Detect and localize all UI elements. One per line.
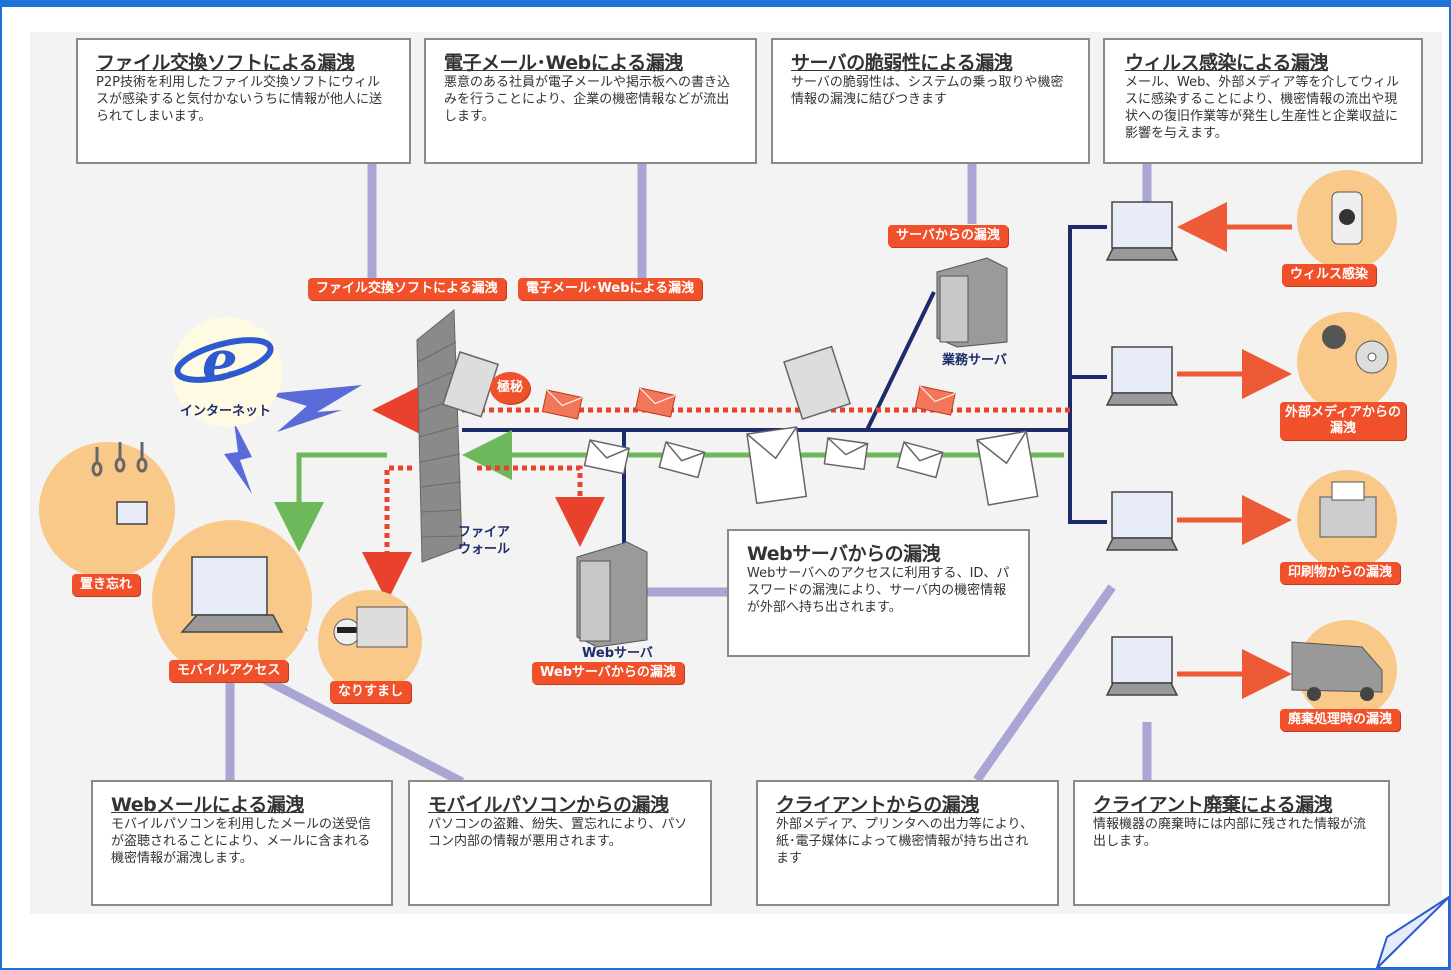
box-text: 情報機器の廃棄時には内部に残された情報が流出します。 — [1093, 817, 1367, 849]
box-title: 電子メール･Webによる漏洩 — [444, 52, 683, 74]
box-mobile-pc: モバイルパソコンからの漏洩 パソコンの盗難、紛失、置忘れにより、パソコン内部の情… — [408, 780, 712, 906]
box-title: クライアントからの漏洩 — [776, 794, 979, 816]
box-client-disposal: クライアント廃棄による漏洩 情報機器の廃棄時には内部に残された情報が流出します。 — [1073, 780, 1390, 906]
box-text: 悪意のある社員が電子メールや掲示板への書き込みを行うことにより、企業の機密情報な… — [444, 75, 731, 124]
tag-printout: 印刷物からの漏洩 — [1280, 562, 1401, 584]
tag-file-exchange: ファイル交換ソフトによる漏洩 — [308, 278, 506, 300]
box-title: Webサーバからの漏洩 — [747, 543, 941, 565]
box-text: P2P技術を利用したファイル交換ソフトにウィルスが感染すると気付かないうちに情報… — [96, 75, 383, 124]
printer-icon — [1319, 481, 1377, 538]
diagram-background — [30, 32, 1442, 914]
output-arrows — [1177, 202, 1292, 699]
box-text: メール、Web、外部メディア等を介してウィルスに感染することにより、機密情報の流… — [1125, 75, 1400, 141]
box-file-exchange: ファイル交換ソフトによる漏洩 P2P技術を利用したファイル交換ソフトにウィルスが… — [76, 38, 411, 164]
cd-icon — [1322, 325, 1389, 374]
box-text: Webサーバへのアクセスに利用する、ID、パスワードの漏洩により、サーバ内の機密… — [747, 566, 1010, 615]
box-text: 外部メディア、プリンタへの出力等により、紙･電子媒体によって機密情報が持ち出され… — [776, 817, 1034, 866]
box-web-server: Webサーバからの漏洩 Webサーバへのアクセスに利用する、ID、パスワードの漏… — [727, 529, 1030, 657]
label-internet: インターネット — [180, 404, 272, 419]
box-title: ファイル交換ソフトによる漏洩 — [96, 52, 355, 74]
box-web-mail: Webメールによる漏洩 モバイルパソコンを利用したメールの送受信が盗聴されること… — [91, 780, 393, 906]
poison-bottle-icon — [1331, 191, 1363, 245]
virus-mail-icon — [541, 385, 956, 420]
box-text: パソコンの盗難、紛失、置忘れにより、パソコン内部の情報が悪用されます。 — [428, 817, 688, 849]
internet-e-logo-icon: e — [172, 317, 282, 427]
box-title: モバイルパソコンからの漏洩 — [428, 794, 669, 816]
tag-server: サーバからの漏洩 — [888, 225, 1008, 247]
top-bar — [2, 2, 1449, 7]
tag-secret: 極秘 — [490, 372, 530, 404]
train-strap-icon — [91, 442, 148, 477]
svg-text:e: e — [202, 328, 238, 394]
tag-email-web: 電子メール･Webによる漏洩 — [518, 278, 703, 300]
box-title: サーバの脆弱性による漏洩 — [791, 52, 1013, 74]
server-icon — [576, 257, 1008, 648]
tag-left-behind: 置き忘れ — [72, 574, 141, 596]
envelope-icon — [442, 345, 1039, 506]
box-title: Webメールによる漏洩 — [111, 794, 304, 816]
firewall-icon — [416, 308, 463, 563]
connector-lines — [225, 164, 1152, 786]
box-title: クライアント廃棄による漏洩 — [1093, 794, 1333, 816]
tag-spoofing: なりすまし — [330, 681, 412, 703]
laptop-icon — [116, 201, 1179, 696]
box-text: モバイルパソコンを利用したメールの送受信が盗聴されることにより、メールに含まれる… — [111, 817, 372, 866]
box-email-web: 電子メール･Webによる漏洩 悪意のある社員が電子メールや掲示板への書き込みを行… — [424, 38, 757, 164]
tag-virus: ウィルス感染 — [1282, 264, 1377, 286]
hacker-icon — [333, 606, 408, 648]
tag-external-media: 外部メディアからの漏洩 — [1280, 402, 1406, 440]
leak-arrows — [362, 385, 1070, 602]
truck-icon — [1291, 641, 1383, 701]
page-curl-icon — [1375, 895, 1449, 968]
box-virus: ウィルス感染による漏洩 メール、Web、外部メディア等を介してウィルスに感染する… — [1103, 38, 1423, 164]
tag-web-server: Webサーバからの漏洩 — [532, 662, 684, 684]
box-title: ウィルス感染による漏洩 — [1125, 52, 1328, 74]
label-business-server: 業務サーバ — [942, 353, 1007, 368]
label-web-server: Webサーバ — [582, 646, 653, 661]
tag-disposal: 廃棄処理時の漏洩 — [1280, 709, 1401, 731]
box-server-vuln: サーバの脆弱性による漏洩 サーバの脆弱性は、システムの乗っ取りや機密情報の漏洩に… — [771, 38, 1090, 164]
box-client: クライアントからの漏洩 外部メディア、プリンタへの出力等により、紙･電子媒体によ… — [756, 780, 1059, 906]
box-text: サーバの脆弱性は、システムの乗っ取りや機密情報の漏洩に結びつきます — [791, 75, 1064, 107]
tag-mobile-access: モバイルアクセス — [169, 660, 289, 682]
label-firewall: ファイア ウォール — [458, 525, 511, 557]
